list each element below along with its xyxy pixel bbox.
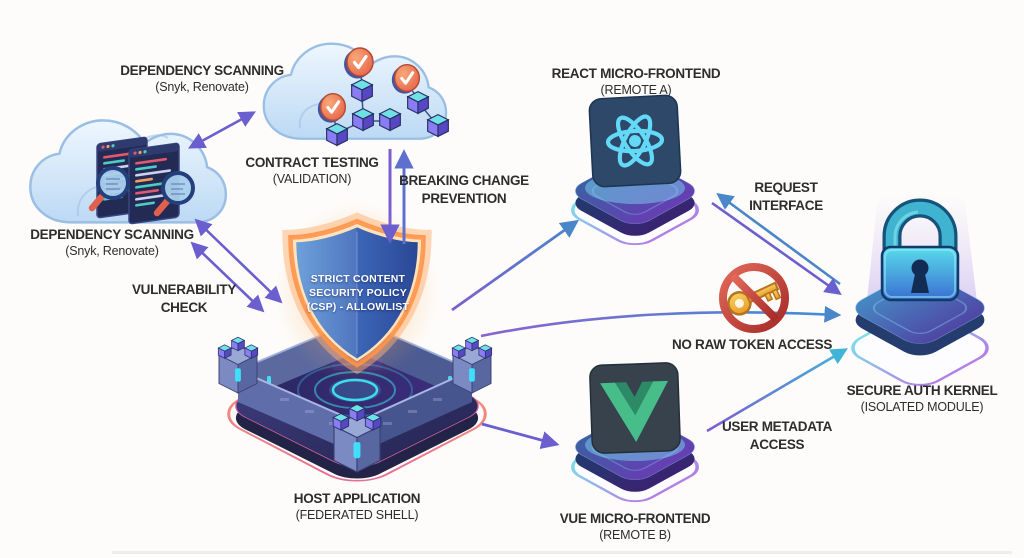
no-token-node <box>712 258 796 342</box>
cloud-scanner-icon <box>29 119 228 225</box>
react-micro-frontend-label: REACT MICRO-FRONTEND (REMOTE A) <box>552 66 721 98</box>
breaking-change-prevention-label: BREAKING CHANGE PREVENTION <box>399 173 529 206</box>
label-subtitle: (Snyk, Renovate) <box>65 244 159 259</box>
cube-icon <box>407 91 429 115</box>
vulnerability-check-label: VULNERABILITY CHECK <box>131 282 237 315</box>
vue-platform-icon <box>571 356 699 503</box>
contract-testing-node <box>256 28 456 178</box>
react-tile <box>588 94 682 188</box>
label-title: SECURE AUTH KERNEL <box>846 383 998 398</box>
vue-logo-icon <box>600 380 669 442</box>
keyhole-icon <box>911 259 929 277</box>
tower-icon <box>452 337 491 393</box>
label-subtitle: (REMOTE B) <box>599 528 671 543</box>
react-logo-icon <box>605 114 665 168</box>
contract-testing-label: CONTRACT TESTING (VALIDATION) <box>245 155 379 187</box>
prohibition-slash-icon <box>730 273 779 322</box>
user-metadata-access-label: USER METADATA ACCESS <box>721 419 833 452</box>
dependency-scanning-label: DEPENDENCY SCANNING (Snyk, Renovate) <box>30 227 194 259</box>
vue-micro-frontend-label: VUE MICRO-FRONTEND (REMOTE B) <box>560 511 711 543</box>
padlock-icon <box>880 198 960 302</box>
no-key-icon <box>719 263 789 333</box>
lock-platform-icon <box>851 194 989 386</box>
label-subtitle: (Snyk, Renovate) <box>155 80 249 95</box>
vue-tile <box>589 362 681 454</box>
host-application-node <box>205 202 515 510</box>
label-subtitle: (REMOTE A) <box>600 83 672 98</box>
wall-front-left <box>238 370 357 454</box>
cube-icon <box>379 108 401 132</box>
fortress-icon <box>205 202 515 482</box>
label-title: CONTRACT TESTING <box>245 155 379 170</box>
wall-front-right <box>357 370 472 454</box>
label-title: REACT MICRO-FRONTEND <box>551 66 721 81</box>
tower-icon <box>218 337 257 393</box>
cube-icon <box>352 108 374 132</box>
label-title: VUE MICRO-FRONTEND <box>559 511 711 526</box>
label-title: DEPENDENCY SCANNING <box>30 227 194 242</box>
react-micro-frontend-node <box>552 88 722 258</box>
label-title: DEPENDENCY SCANNING <box>120 63 284 78</box>
vue-micro-frontend-node <box>552 352 722 512</box>
label-subtitle: (VALIDATION) <box>272 172 352 187</box>
shield-icon <box>282 212 432 375</box>
label-title: HOST APPLICATION <box>293 491 421 506</box>
cube-icon <box>326 123 348 147</box>
label-subtitle: (ISOLATED MODULE) <box>860 400 984 415</box>
request-interface-label: REQUEST INTERFACE <box>749 180 823 213</box>
cube-icon <box>351 79 373 103</box>
secure-auth-kernel-label: SECURE AUTH KERNEL (ISOLATED MODULE) <box>847 383 998 415</box>
cloud-validation-icon <box>262 42 449 147</box>
prohibition-circle-icon <box>719 263 789 333</box>
host-application-label: HOST APPLICATION (FEDERATED SHELL) <box>293 491 421 523</box>
no-raw-token-access-label: NO RAW TOKEN ACCESS <box>671 337 833 352</box>
label-subtitle: (FEDERATED SHELL) <box>295 508 419 523</box>
cube-icon <box>427 114 449 138</box>
bottom-divider-line <box>112 551 1012 554</box>
react-platform-icon <box>571 94 699 246</box>
shield-policy-text: STRICT CONTENT SECURITY POLICY (CSP) - A… <box>306 273 410 313</box>
tower-icon <box>333 404 381 472</box>
dependency-scanning-top-label: DEPENDENCY SCANNING (Snyk, Renovate) <box>120 63 284 95</box>
dependency-scanning-node <box>20 98 240 248</box>
secure-auth-kernel-node <box>832 192 1012 392</box>
